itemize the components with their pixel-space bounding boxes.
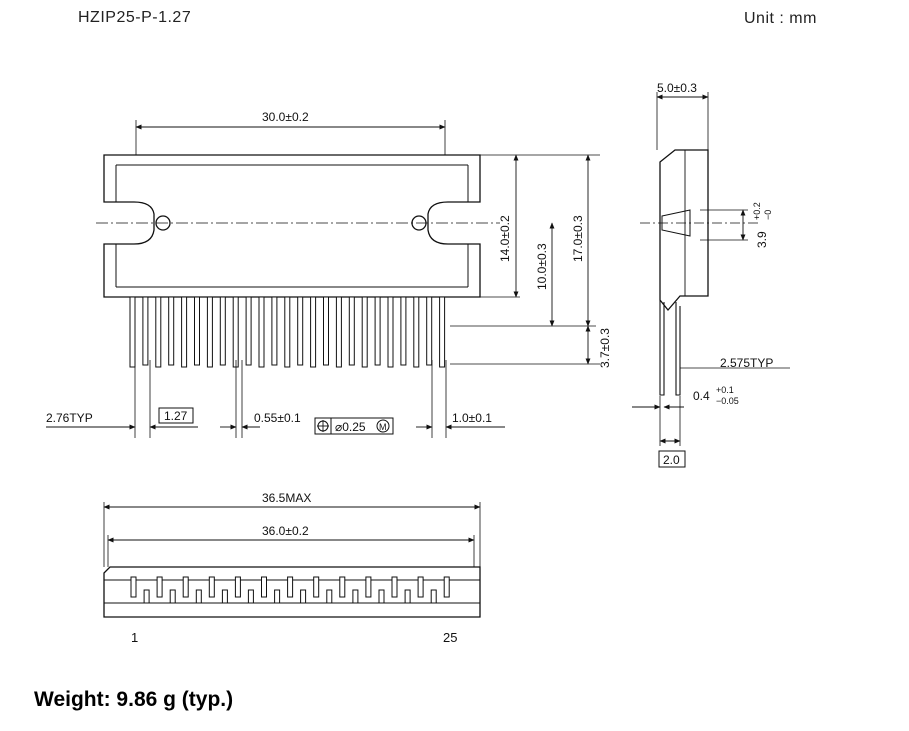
side-hole-tol-minus: −0 — [763, 210, 773, 220]
side-hole-dim: 3.9 — [755, 231, 769, 248]
bottom-lead — [182, 576, 189, 598]
front-leads — [129, 296, 446, 368]
bottom-lead — [443, 576, 450, 598]
unit-label: Unit : mm — [744, 10, 817, 27]
side-hole-tol-plus: +0.2 — [752, 202, 762, 220]
front-lead — [129, 296, 136, 368]
front-lead — [232, 296, 239, 368]
bottom-lead — [247, 589, 254, 604]
front-lead — [271, 296, 278, 366]
side-thickness-dim: 5.0±0.3 — [657, 81, 697, 95]
bottom-lead — [326, 589, 333, 604]
front-height-10: 10.0±0.3 — [535, 243, 549, 290]
front-lead — [361, 296, 368, 368]
side-lead-typ: 2.575TYP — [720, 356, 773, 370]
side-view — [632, 92, 790, 468]
bottom-lead — [313, 576, 320, 598]
front-lead — [219, 296, 226, 366]
front-lead-dim: 3.7±0.3 — [598, 328, 612, 368]
side-lead — [659, 300, 665, 396]
bottom-lead — [221, 589, 228, 604]
pitch-typ-label: 2.76TYP — [46, 411, 93, 425]
front-lead — [206, 296, 213, 368]
front-lead — [426, 296, 433, 366]
bottom-lead — [234, 576, 241, 598]
front-lead — [387, 296, 394, 368]
position-tol-label: ⌀0.25 — [335, 420, 366, 434]
bottom-lead — [195, 589, 202, 604]
front-lead — [323, 296, 329, 366]
front-height-14: 14.0±0.2 — [498, 215, 512, 262]
mmc-symbol: M — [379, 422, 387, 432]
bottom-lead — [417, 576, 424, 598]
bottom-lead — [365, 576, 372, 598]
pin-1-label: 1 — [131, 630, 138, 645]
front-lead — [181, 296, 188, 368]
side-lead-tol-plus: +0.1 — [716, 385, 734, 395]
front-lead — [142, 296, 149, 366]
bottom-view — [103, 502, 481, 618]
bottom-lead — [339, 576, 346, 598]
front-lead — [245, 296, 252, 366]
bottom-lead — [300, 589, 307, 604]
front-lead — [310, 296, 317, 368]
bottom-body — [103, 566, 481, 618]
side-pitch-box: 2.0 — [663, 453, 680, 467]
weight-label: Weight: 9.86 g (typ.) — [34, 688, 234, 711]
package-title: HZIP25-P-1.27 — [78, 9, 192, 26]
front-lead — [297, 296, 304, 366]
bottom-lead — [352, 589, 359, 604]
front-view — [46, 120, 600, 438]
front-height-17: 17.0±0.3 — [571, 215, 585, 262]
bottom-lead — [169, 589, 176, 604]
lead-offset-label: 1.0±0.1 — [452, 411, 492, 425]
side-lead-tol-minus: −0.05 — [716, 396, 739, 406]
package-body — [103, 154, 481, 298]
front-lead — [284, 296, 291, 368]
front-lead — [258, 296, 265, 368]
bottom-lead — [404, 589, 411, 604]
bottom-lead — [274, 589, 281, 604]
front-lead — [155, 296, 162, 368]
front-lead — [439, 296, 446, 368]
front-width-dim: 30.0±0.2 — [262, 110, 309, 124]
pin-25-label: 25 — [443, 630, 457, 645]
bottom-lead — [391, 576, 398, 598]
bottom-lead — [261, 576, 267, 598]
bottom-lead — [156, 576, 163, 598]
front-lead — [194, 296, 200, 366]
side-lead-thickness: 0.4 — [693, 389, 710, 403]
bottom-lead — [430, 589, 437, 604]
front-lead — [374, 296, 381, 366]
side-body — [659, 149, 709, 312]
bottom-lead — [130, 576, 137, 598]
bottom-length-dim: 36.0±0.2 — [262, 524, 309, 538]
bottom-lead — [287, 576, 294, 598]
pitch-box-label: 1.27 — [164, 409, 188, 423]
front-lead — [348, 296, 355, 366]
bottom-lead — [208, 576, 215, 598]
front-lead — [400, 296, 407, 366]
bottom-lead — [378, 589, 385, 604]
lead-width-label: 0.55±0.1 — [254, 411, 301, 425]
bottom-lead — [143, 589, 150, 604]
front-lead — [168, 296, 175, 366]
bottom-max-dim: 36.5MAX — [262, 491, 311, 505]
front-lead — [413, 296, 420, 368]
bottom-leads — [130, 576, 450, 604]
front-lead — [335, 296, 342, 368]
